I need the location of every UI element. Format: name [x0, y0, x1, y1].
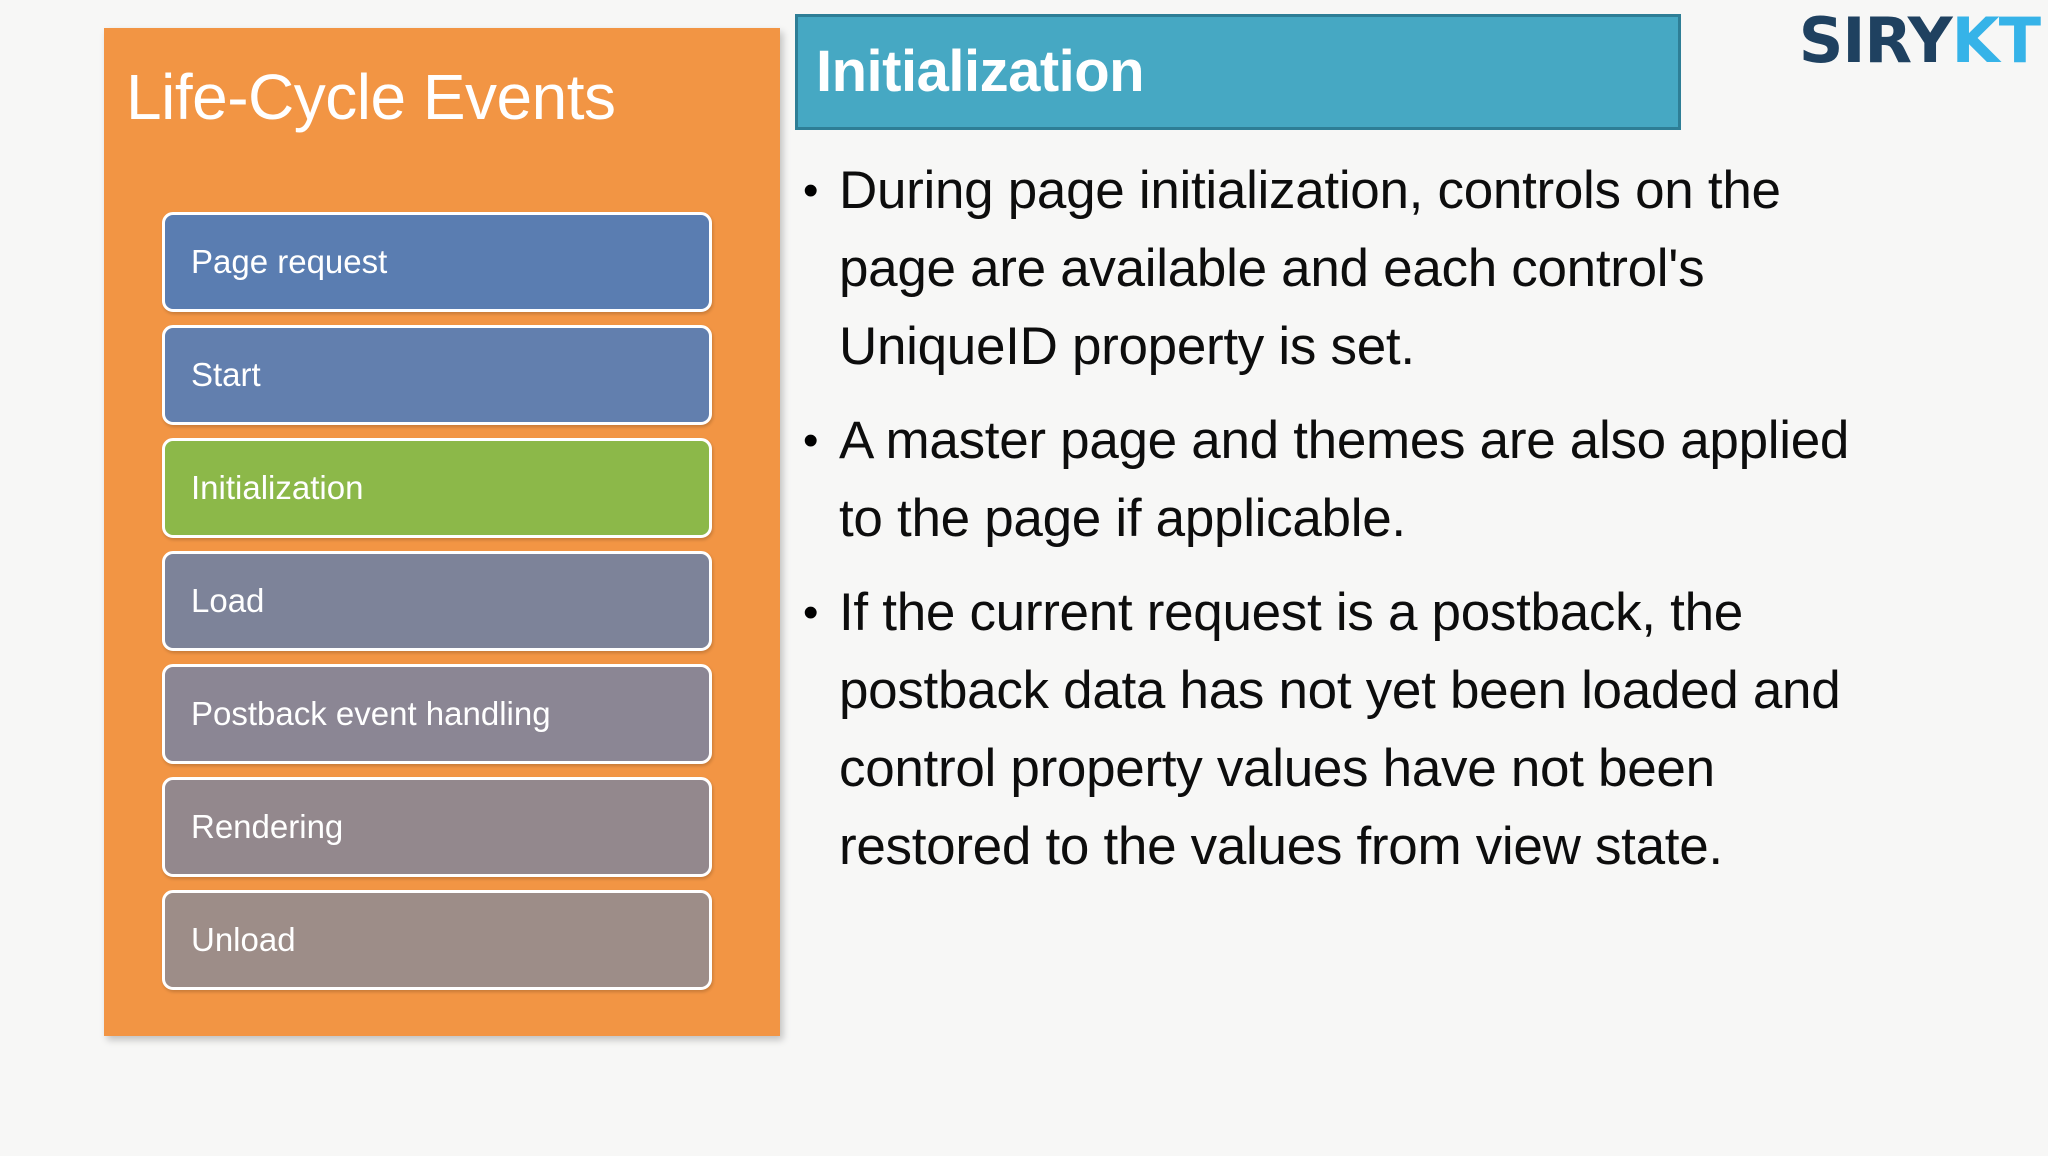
bullet-dot-icon: •	[803, 588, 819, 637]
bullet-text: A master page and themes are also applie…	[839, 411, 1850, 548]
lifecycle-stage-rendering[interactable]: Rendering	[162, 777, 712, 877]
content-header-title: Initialization	[816, 39, 1145, 104]
bullet-item: • A master page and themes are also appl…	[795, 402, 1905, 558]
logo-secondary-text: KT	[1951, 4, 2041, 77]
lifecycle-stage-label: Rendering	[191, 808, 344, 845]
content-bullet-list: • During page initialization, controls o…	[795, 152, 1905, 886]
lifecycle-stage-label: Initialization	[191, 469, 364, 506]
lifecycle-stage-load[interactable]: Load	[162, 551, 712, 651]
lifecycle-stage-label: Start	[191, 356, 261, 393]
lifecycle-stage-initialization[interactable]: Initialization	[162, 438, 712, 538]
lifecycle-events-panel: Life-Cycle Events Page request Start Ini…	[104, 28, 780, 1036]
content-column: Initialization • During page initializat…	[795, 14, 1905, 902]
sirykt-logo: SIRYKT	[1798, 4, 2041, 77]
lifecycle-stage-label: Load	[191, 582, 265, 619]
content-header-banner: Initialization	[795, 14, 1681, 130]
lifecycle-stage-label: Postback event handling	[191, 695, 551, 732]
bullet-text: During page initialization, controls on …	[839, 161, 1781, 376]
bullet-item: • During page initialization, controls o…	[795, 152, 1905, 386]
logo-primary-text: SIRY	[1798, 4, 1953, 77]
lifecycle-stage-label: Unload	[191, 921, 296, 958]
lifecycle-stage-label: Page request	[191, 243, 388, 280]
bullet-dot-icon: •	[803, 416, 819, 465]
lifecycle-stage-page-request[interactable]: Page request	[162, 212, 712, 312]
lifecycle-stage-start[interactable]: Start	[162, 325, 712, 425]
lifecycle-panel-title: Life-Cycle Events	[126, 61, 616, 133]
lifecycle-stage-postback-event-handling[interactable]: Postback event handling	[162, 664, 712, 764]
bullet-text: If the current request is a postback, th…	[839, 583, 1841, 876]
bullet-item: • If the current request is a postback, …	[795, 574, 1905, 886]
lifecycle-stage-list: Page request Start Initialization Load P…	[162, 212, 712, 1003]
bullet-dot-icon: •	[803, 166, 819, 215]
lifecycle-stage-unload[interactable]: Unload	[162, 890, 712, 990]
